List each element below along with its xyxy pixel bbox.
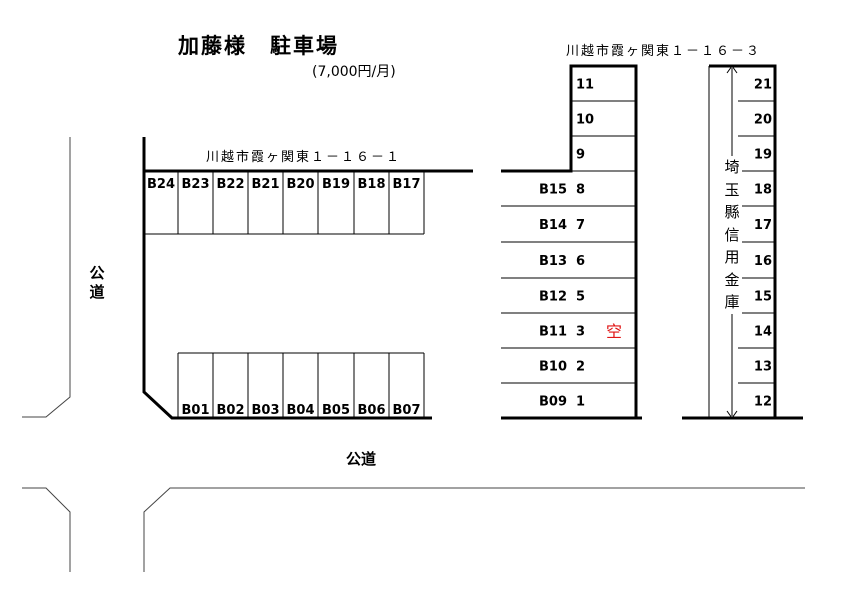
spot-label: 13	[754, 360, 772, 375]
spot-label: B21	[252, 177, 280, 192]
spot-label: B18	[358, 177, 386, 192]
spot-label: 11	[576, 78, 594, 93]
spot-label: B09	[539, 395, 567, 410]
spot-label: B05	[322, 403, 350, 418]
spot-label: B13	[539, 254, 567, 269]
spot-label: 12	[754, 395, 772, 410]
vacant-marker: 空	[606, 322, 623, 341]
spot-label: 6	[576, 254, 585, 269]
spot-label: 10	[576, 113, 594, 128]
spot-label: B06	[358, 403, 386, 418]
neighbor-building-label: 埼玉縣信用金庫	[722, 156, 742, 314]
spot-label: B01	[182, 403, 210, 418]
spot-label: 1	[576, 395, 585, 410]
spot-label: B17	[393, 177, 421, 192]
road-label-vertical: 公道	[89, 264, 105, 301]
spot-label: B14	[539, 218, 567, 233]
spot-label: 21	[754, 78, 772, 93]
spot-label: B23	[182, 177, 210, 192]
spot-label: B15	[539, 183, 567, 198]
spot-label: 19	[754, 148, 772, 163]
left-lot-boundary	[142, 137, 432, 420]
road-edge-left	[22, 137, 71, 418]
spot-label: B24	[147, 177, 175, 192]
spot-label: B10	[539, 360, 567, 375]
spot-label: B03	[252, 403, 280, 418]
road-edge-lower-left	[22, 487, 71, 572]
spot-label: B19	[322, 177, 350, 192]
spot-label: B04	[287, 403, 315, 418]
spot-label: B02	[217, 403, 245, 418]
middle-block-outline	[501, 64, 638, 418]
spot-label: 9	[576, 148, 585, 163]
spot-label: 14	[754, 325, 772, 340]
page-title: 加藤様 駐車場	[178, 34, 339, 58]
spot-label: B22	[217, 177, 245, 192]
spot-label: 5	[576, 290, 585, 305]
spot-label: 2	[576, 360, 585, 375]
road-label-horizontal: 公道	[346, 450, 377, 468]
spot-label: 18	[754, 183, 772, 198]
spot-label: 16	[754, 254, 772, 269]
address-right-lot: 川越市霞ヶ関東１－１６－３	[566, 44, 762, 59]
spot-label: 8	[576, 183, 585, 198]
spot-label: B11	[539, 325, 567, 340]
spot-label: 15	[754, 290, 772, 305]
price-label: (7,000円/月)	[312, 64, 396, 80]
road-edge-lower-right	[143, 487, 805, 572]
spot-label: 3	[576, 325, 585, 340]
address-left-lot: 川越市霞ヶ関東１－１６－１	[206, 150, 402, 165]
spot-label: 7	[576, 218, 585, 233]
spot-label: 20	[754, 113, 772, 128]
spot-label: B20	[287, 177, 315, 192]
spot-label: B12	[539, 290, 567, 305]
spot-label: B07	[393, 403, 421, 418]
spot-label: 17	[754, 218, 772, 233]
